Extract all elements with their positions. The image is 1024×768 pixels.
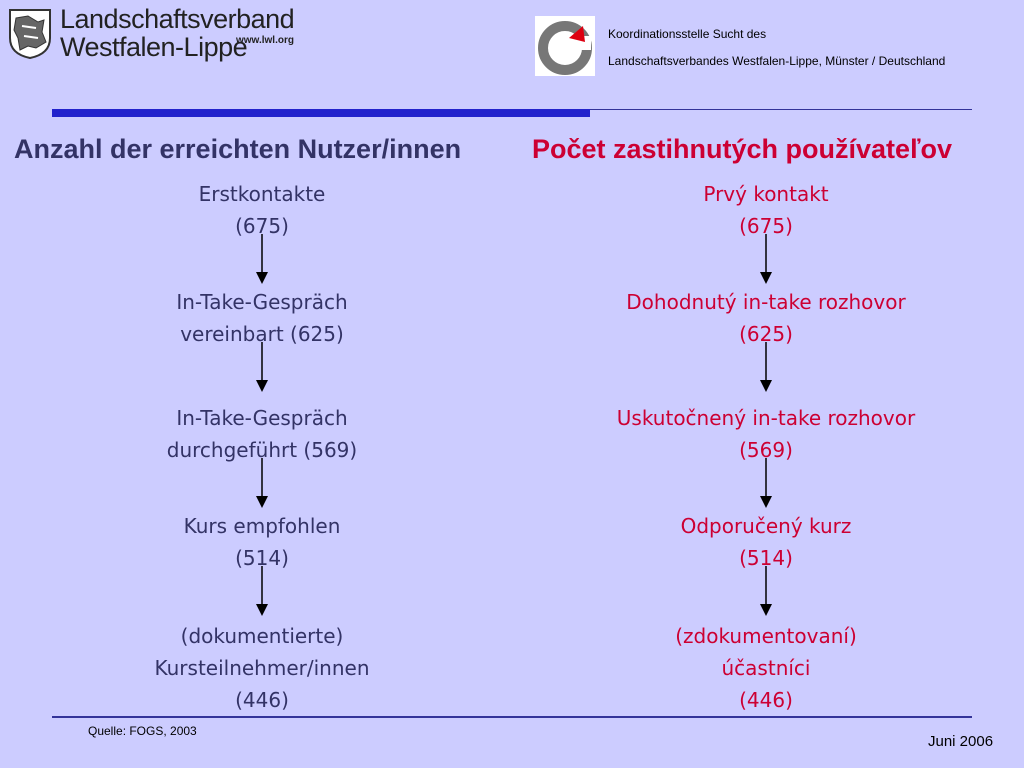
sk-node-1-line-1: Prvý kontakt [703, 182, 829, 206]
sk-node-5-line-3: (446) [739, 688, 793, 712]
header-accent-bar [52, 109, 590, 117]
sk-arrow-1 [760, 234, 772, 284]
de-node-1: Erstkontakte(675) [82, 178, 442, 242]
ks-line2: Landschaftsverbandes Westfalen-Lippe, Mü… [608, 54, 946, 68]
de-node-5-line-1: (dokumentierte) [180, 624, 344, 648]
sk-node-5: (zdokumentovaní) účastníci (446) [586, 620, 946, 716]
title-german: Anzahl der erreichten Nutzer/innen [14, 134, 462, 164]
de-node-4-line-1: Kurs empfohlen [183, 514, 341, 538]
de-node-2-line-1: In-Take-Gespräch [176, 290, 348, 314]
sk-node-4-line-1: Odporučený kurz [680, 514, 852, 538]
sk-node-3-line-1: Uskutočnený in-take rozhovor [616, 406, 916, 430]
lwl-logo [9, 9, 51, 60]
de-arrow-1 [256, 234, 268, 284]
ks-logo [535, 16, 595, 76]
de-arrow-3 [256, 458, 268, 508]
de-node-5-line-3: (446) [235, 688, 289, 712]
sk-node-2-line-1: Dohodnutý in-take rozhovor [626, 290, 906, 314]
de-node-1-line-1: Erstkontakte [198, 182, 326, 206]
de-node-5: (dokumentierte) Kursteilnehmer/innen (446) [82, 620, 442, 716]
ks-line1: Koordinationsstelle Sucht des [608, 27, 767, 41]
sk-arrow-2 [760, 342, 772, 392]
de-node-3-line-1: In-Take-Gespräch [176, 406, 348, 430]
sk-node-2: Dohodnutý in-take rozhovor(625) [586, 286, 946, 350]
date-label: Juni 2006 [928, 733, 994, 750]
sk-node-4: Odporučený kurz(514) [586, 510, 946, 574]
sk-node-5-line-2: účastníci [721, 656, 811, 680]
sk-node-3: Uskutočnený in-take rozhovor(569) [586, 402, 946, 466]
footer-divider [52, 716, 972, 718]
sk-node-1: Prvý kontakt(675) [586, 178, 946, 242]
source-note: Quelle: FOGS, 2003 [88, 724, 197, 738]
sk-arrow-4 [760, 566, 772, 616]
sk-node-5-line-1: (zdokumentovaní) [675, 624, 857, 648]
de-arrow-4 [256, 566, 268, 616]
org-name-line2: Westfalen-Lippe [60, 32, 248, 62]
sk-arrow-3 [760, 458, 772, 508]
title-slovak: Počet zastihnutých používateľov [532, 134, 952, 164]
de-node-4: Kurs empfohlen(514) [82, 510, 442, 574]
de-arrow-2 [256, 342, 268, 392]
de-node-5-line-2: Kursteilnehmer/innen [154, 656, 370, 680]
org-name-line1: Landschaftsverband [60, 4, 295, 34]
org-url: www.lwl.org [236, 35, 294, 46]
